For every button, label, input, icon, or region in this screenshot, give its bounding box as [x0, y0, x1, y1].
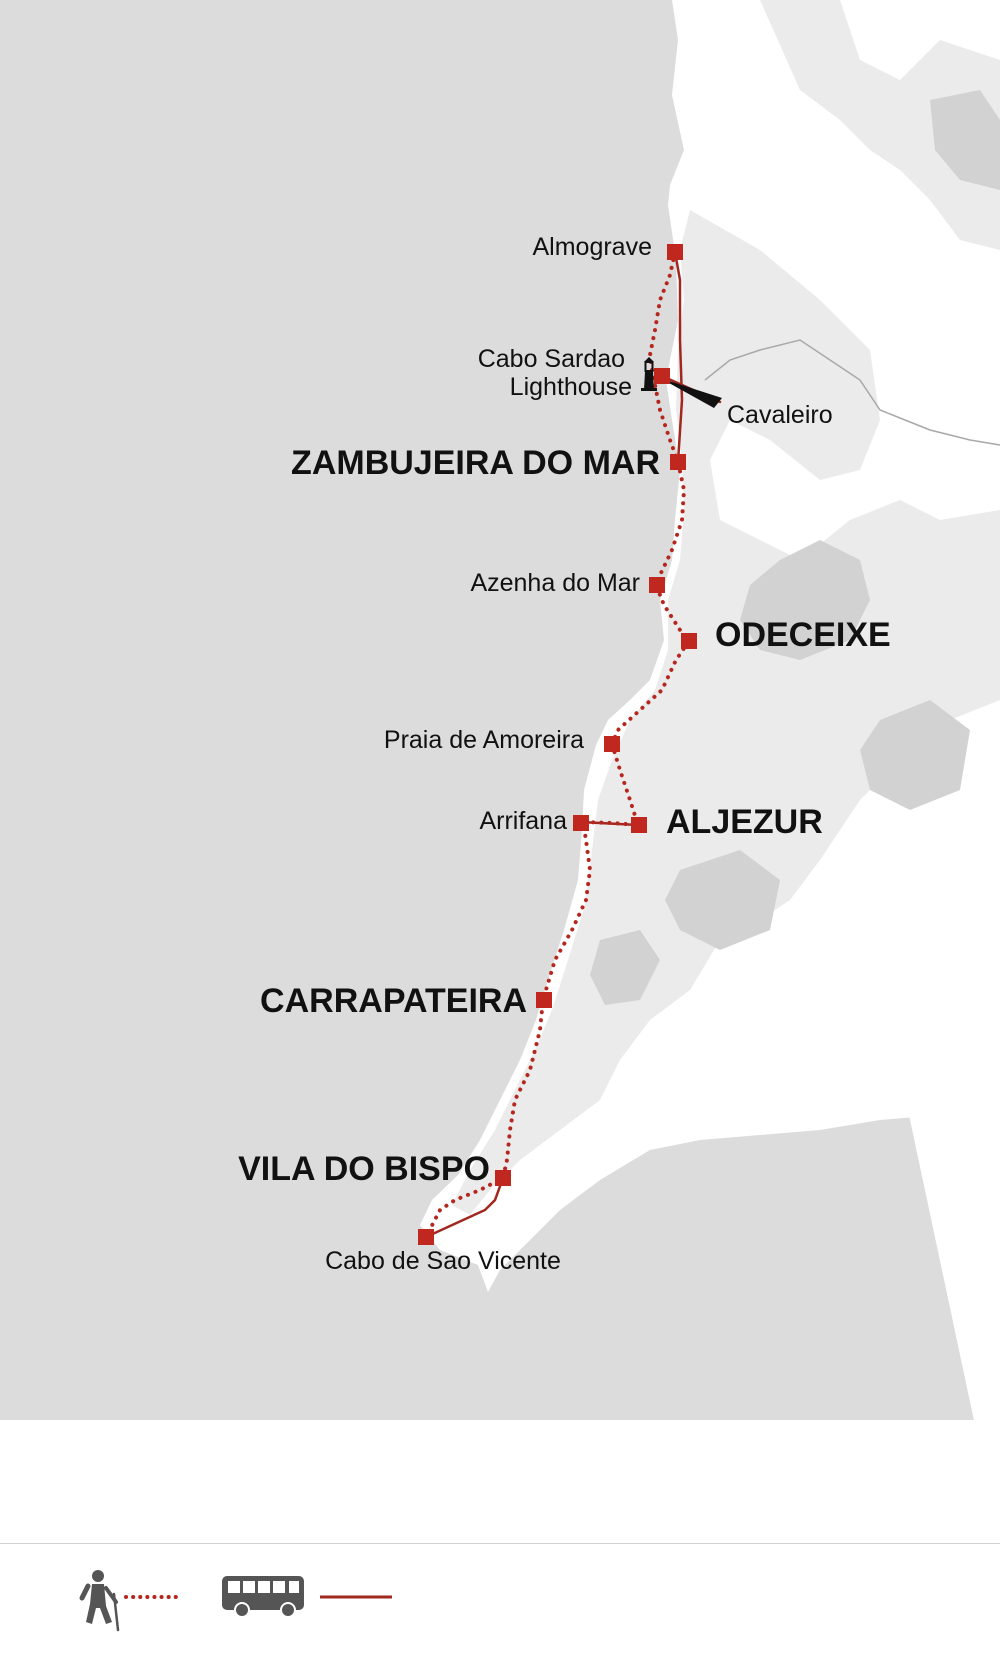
label-vila-do-bispo: VILA DO BISPO	[238, 1150, 490, 1188]
legend-graphic	[79, 1570, 392, 1632]
transfer-bispo-sagres	[424, 1176, 505, 1239]
label-azenha-do-mar: Azenha do Mar	[470, 569, 640, 597]
marker-aljezur[interactable]	[631, 817, 647, 833]
label-zambujeira-do-mar: ZAMBUJEIRA DO MAR	[291, 444, 660, 482]
marker-odeceixe[interactable]	[681, 633, 697, 649]
marker-zambujeira[interactable]	[670, 454, 686, 470]
marker-cabo-sardao[interactable]	[654, 368, 670, 384]
marker-carrapateira[interactable]	[536, 992, 552, 1008]
cavaleiro-pointer	[660, 378, 722, 408]
terrain-light	[452, 210, 1000, 1215]
terrain-dark-2	[860, 700, 970, 810]
transfer-almograve-zambujeira	[673, 250, 684, 464]
route-map: Almograve Cabo Sardao Lighthouse Cavalei…	[0, 0, 1000, 1543]
label-odeceixe: ODECEIXE	[715, 616, 891, 654]
label-carrapateira: CARRAPATEIRA	[260, 982, 527, 1020]
label-cavaleiro: Cavaleiro	[727, 401, 833, 429]
label-aljezur: ALJEZUR	[666, 803, 823, 841]
label-cabo-sardao-line2: Lighthouse	[510, 373, 632, 401]
terrain-dark-5	[930, 90, 1000, 190]
terrain-dark-4	[590, 930, 660, 1005]
marker-praia-amoreira[interactable]	[604, 736, 620, 752]
label-cabo-sardao-lighthouse: Cabo Sardao Lighthouse	[478, 345, 632, 401]
marker-azenha[interactable]	[649, 577, 665, 593]
label-arrifana: Arrifana	[479, 807, 567, 835]
terrain-light-east	[760, 0, 1000, 250]
label-praia-de-amoreira: Praia de Amoreira	[384, 726, 584, 754]
hiker-icon	[79, 1570, 120, 1632]
label-cabo-sardao-line1: Cabo Sardao	[478, 345, 625, 373]
river	[704, 339, 1000, 446]
marker-vila-do-bispo[interactable]	[495, 1170, 511, 1186]
label-cabo-de-sao-vicente: Cabo de Sao Vicente	[325, 1247, 561, 1275]
legend	[0, 1543, 1000, 1656]
marker-arrifana[interactable]	[573, 815, 589, 831]
bus-icon	[222, 1576, 304, 1618]
lighthouse-icon	[641, 357, 657, 391]
marker-cabo-sao-vicente[interactable]	[418, 1229, 434, 1245]
marker-almograve[interactable]	[667, 244, 683, 260]
terrain-dark-3	[665, 850, 780, 950]
label-almograve: Almograve	[533, 233, 653, 261]
terrain-dark	[740, 540, 870, 660]
stop-markers	[418, 244, 697, 1245]
